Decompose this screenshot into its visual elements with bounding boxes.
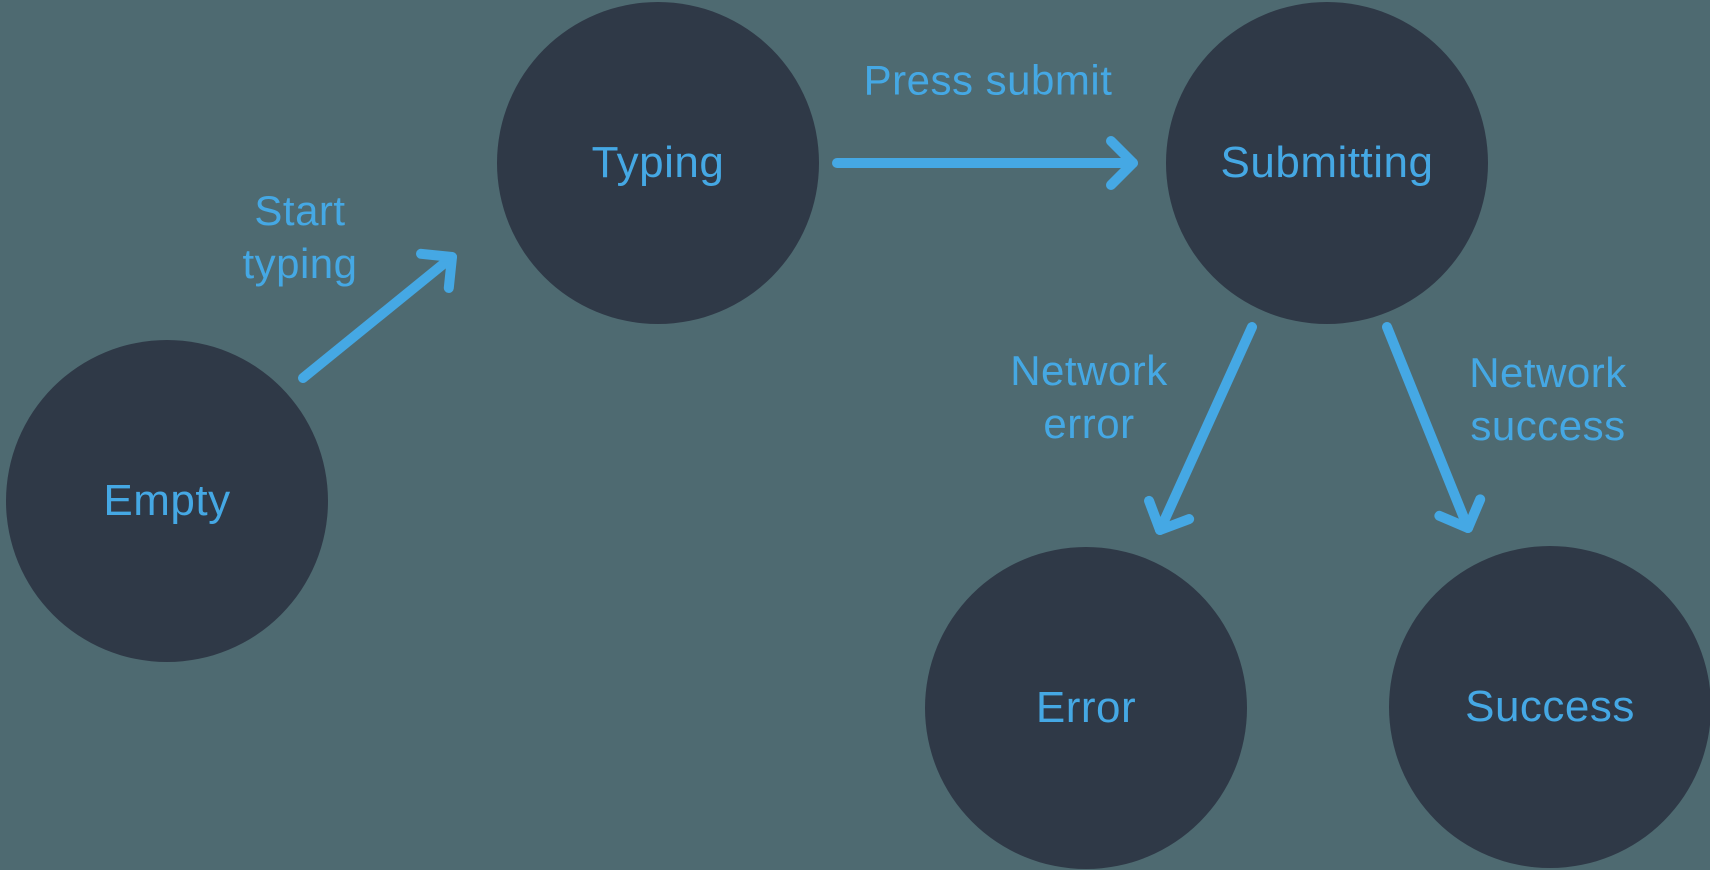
state-node-submitting: Submitting	[1166, 2, 1488, 324]
state-node-label-success: Success	[1465, 682, 1635, 731]
edge-label-start-typing: Start typing	[242, 187, 358, 287]
edge-label-press-submit: Press submit	[863, 56, 1113, 104]
edge-label-network-error: Network error	[1010, 347, 1168, 447]
state-node-label-submitting: Submitting	[1220, 138, 1434, 187]
state-node-label-empty: Empty	[103, 476, 231, 525]
edge-arrow-submitting-to-success	[1382, 322, 1486, 533]
state-node-error: Error	[925, 547, 1247, 869]
edge-arrow-submitting-to-error	[1144, 322, 1257, 535]
state-node-label-error: Error	[1035, 683, 1137, 732]
state-node-label-typing: Typing	[591, 138, 725, 187]
edge-arrow-empty-to-typing	[298, 248, 457, 383]
state-node-success: Success	[1389, 546, 1710, 868]
edge-label-network-success: Network success	[1469, 349, 1627, 449]
state-node-empty: Empty	[6, 340, 328, 662]
state-node-typing: Typing	[497, 2, 819, 324]
